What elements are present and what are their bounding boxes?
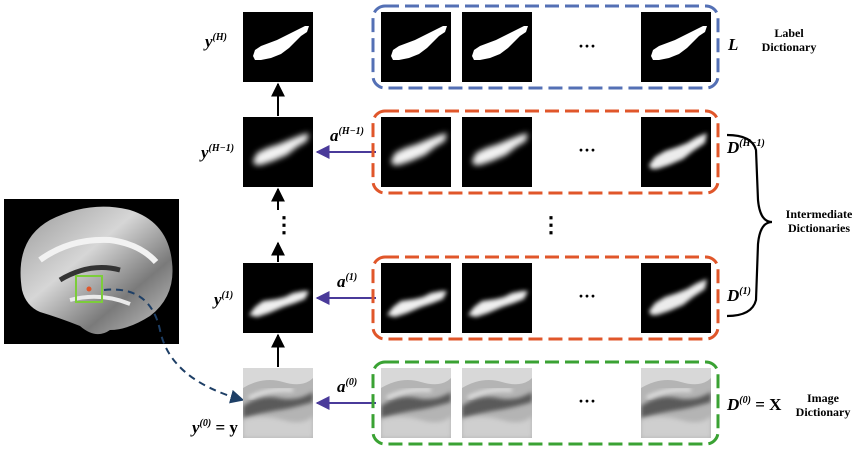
caption-image-dictionary: Image Dictionary xyxy=(795,391,851,419)
ellipsis-dict-Hm1: ··· xyxy=(578,140,597,160)
label-a-0: a(0) xyxy=(337,377,358,396)
roi-to-patch-arrow xyxy=(103,288,245,404)
label-y-H: y(H) xyxy=(205,32,227,51)
image-dictionary-box xyxy=(371,360,720,446)
intermediate-brace xyxy=(726,133,773,318)
roi-box xyxy=(75,275,103,303)
dictionary-Hm1-box xyxy=(371,109,720,195)
label-D-Hm1: D(H−1) xyxy=(727,138,765,157)
vdots-dictionaries: ⋮ xyxy=(540,212,562,237)
coefficient-arrows xyxy=(315,145,376,410)
label-a-1: a(1) xyxy=(337,272,358,291)
patch-y-H xyxy=(243,12,313,82)
ellipsis-label-dict: ··· xyxy=(578,36,597,56)
label-dictionary-box xyxy=(371,4,720,90)
label-L: L xyxy=(728,35,739,54)
vdots-center: ⋮ xyxy=(273,212,295,237)
dictionary-1-atoms xyxy=(381,263,711,333)
label-a-Hm1: a(H−1) xyxy=(330,126,364,145)
caption-label-dictionary: Label Dictionary xyxy=(761,26,817,54)
dictionary-1-box xyxy=(371,255,720,341)
label-dictionary-atoms xyxy=(381,12,711,82)
label-y-0: y(0) = y xyxy=(192,418,238,437)
dictionary-Hm1-atoms xyxy=(381,117,711,187)
patch-y-1 xyxy=(243,263,313,333)
label-D-1: D(1) xyxy=(727,286,751,305)
label-y-1: y(1) xyxy=(214,290,234,309)
image-dictionary-atoms xyxy=(381,368,711,438)
patch-y-Hm1 xyxy=(243,117,313,187)
label-y-Hm1: y(H−1) xyxy=(201,143,235,162)
ellipsis-dict-1: ··· xyxy=(578,286,597,306)
ellipsis-image-dict: ··· xyxy=(578,391,597,411)
caption-intermediate-dictionaries: Intermediate Dictionaries xyxy=(785,207,853,235)
mri-brain-slice xyxy=(4,199,179,344)
label-D-0: D(0) = X xyxy=(727,395,782,414)
patch-y-0 xyxy=(243,368,313,438)
